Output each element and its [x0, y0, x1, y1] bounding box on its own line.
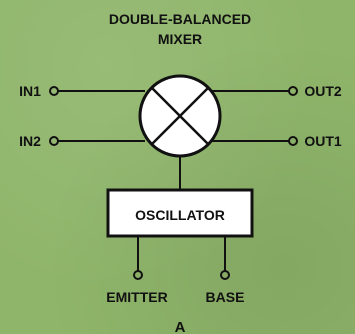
oscillator-leads [133, 236, 230, 280]
input-wires [49, 86, 145, 146]
out2-terminal [288, 86, 298, 96]
out1-terminal [288, 136, 298, 146]
title-line-2: MIXER [158, 31, 202, 47]
in2-label: IN2 [19, 133, 41, 149]
mixer-symbol [138, 74, 222, 158]
oscillator-label: OSCILLATOR [135, 207, 225, 223]
out1-label: OUT1 [304, 133, 342, 149]
mixer-cross-line-2 [151, 87, 209, 145]
base-label: BASE [206, 289, 245, 305]
oscillator-block: OSCILLATOR [106, 188, 254, 238]
out2-label: OUT2 [304, 83, 342, 99]
emitter-terminal [133, 270, 143, 280]
oscillator-box [106, 188, 254, 238]
base-terminal [220, 270, 230, 280]
output-wires [212, 86, 298, 146]
in2-terminal [49, 136, 59, 146]
title-line-1: DOUBLE-BALANCED [109, 11, 251, 27]
figure-caption: A [175, 319, 186, 334]
emitter-label: EMITTER [106, 289, 167, 305]
in1-terminal [49, 86, 59, 96]
in1-label: IN1 [19, 83, 41, 99]
